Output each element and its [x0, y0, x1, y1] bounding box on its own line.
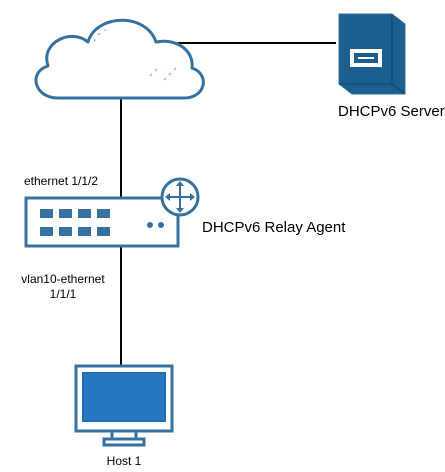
relay-label: DHCPv6 Relay Agent: [202, 219, 346, 236]
switch-port-3: [78, 209, 91, 218]
downlink-port-label-line1: vlan10-ethernet: [21, 272, 105, 286]
server-icon: [338, 13, 406, 95]
switch-port-6: [59, 227, 72, 236]
host-label: Host 1: [106, 454, 142, 468]
switch-router-icon: [24, 177, 200, 248]
switch-port-4: [97, 209, 110, 218]
monitor-icon: [74, 364, 174, 447]
switch-port-1: [40, 209, 53, 218]
cloud-icon: [34, 18, 205, 100]
uplink-port-label: ethernet 1/1/2: [24, 174, 99, 188]
switch-port-7: [78, 227, 91, 236]
switch-port-2: [59, 209, 72, 218]
switch-port-5: [40, 227, 53, 236]
downlink-port-label-line2: 1/1/1: [49, 287, 77, 301]
server-label: DHCPv6 Server: [338, 103, 445, 120]
switch-port-8: [97, 227, 110, 236]
